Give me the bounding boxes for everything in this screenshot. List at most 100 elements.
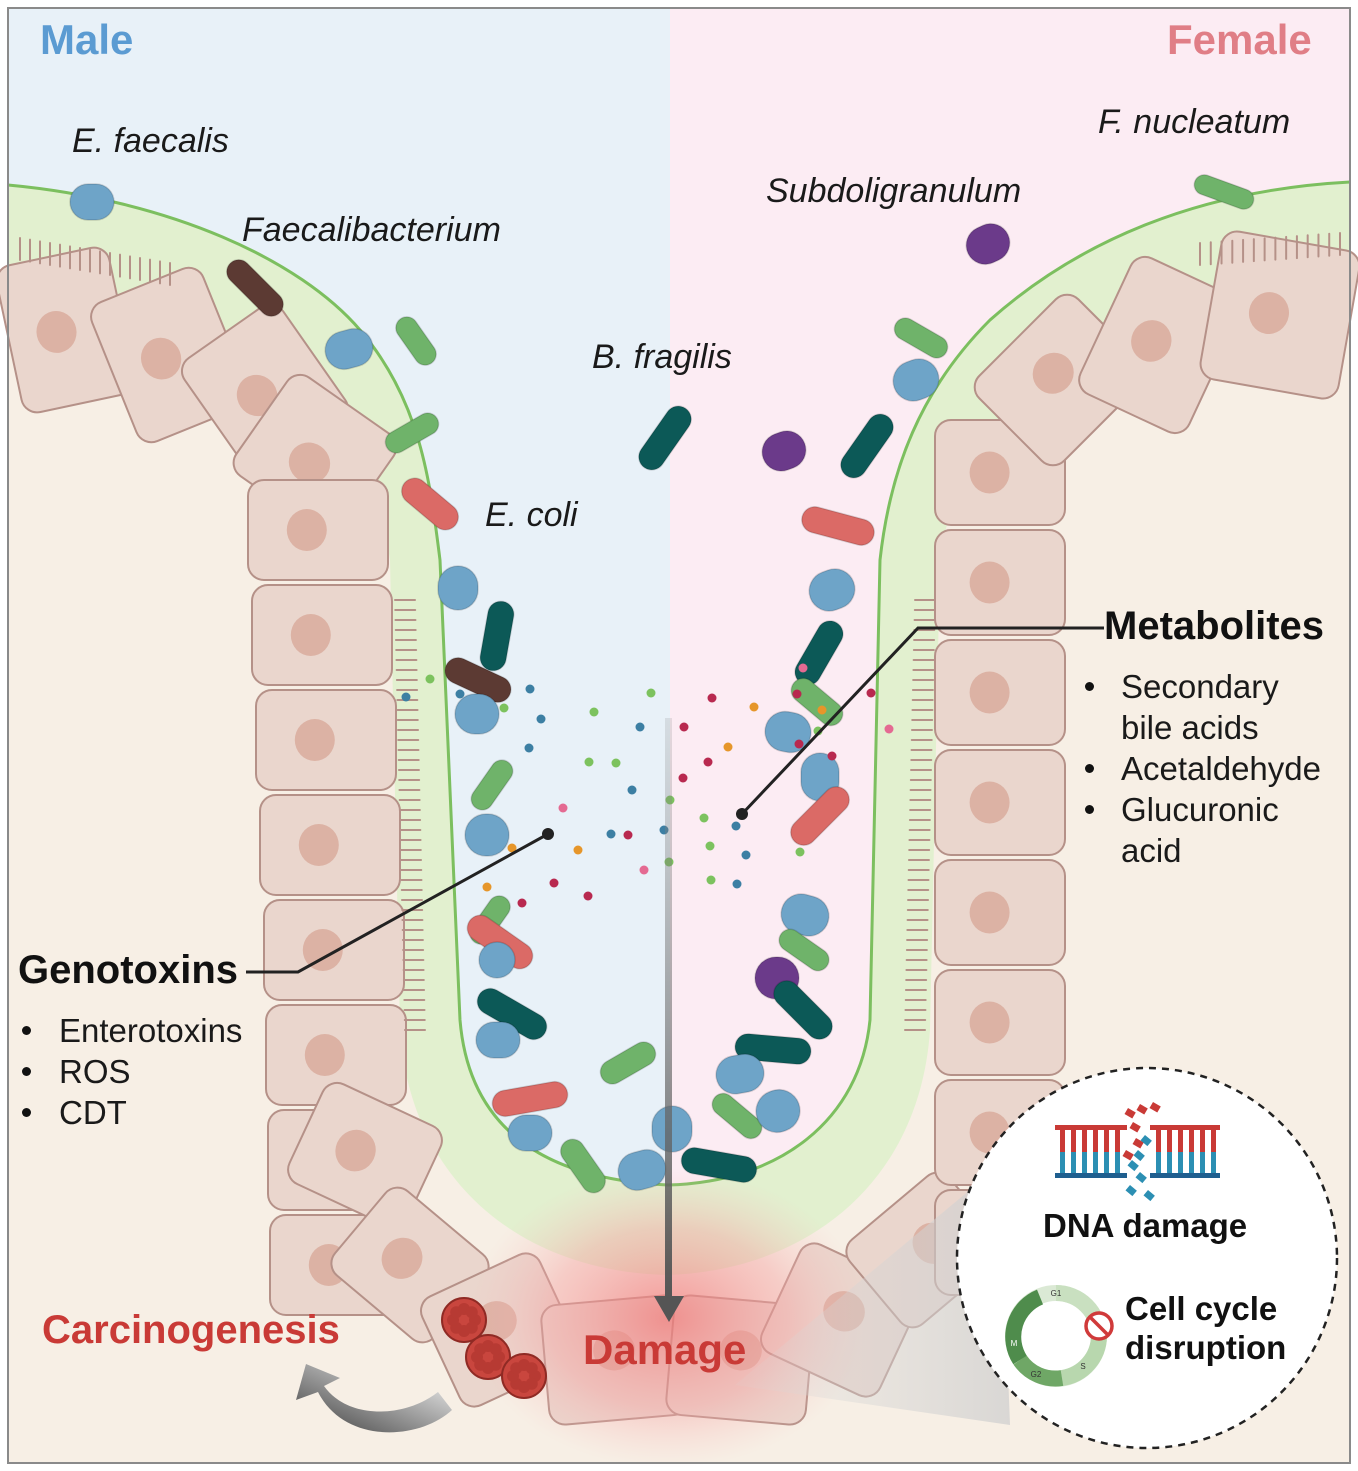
dna-fragment-blue xyxy=(1125,1185,1137,1197)
metabolite-dot xyxy=(558,803,568,813)
male-title: Male xyxy=(40,16,134,63)
metabolite-dot xyxy=(723,742,733,752)
bacterium xyxy=(470,759,514,811)
cell-nucleus xyxy=(969,451,1010,494)
dna-base-bottom xyxy=(1189,1152,1194,1173)
bacterium xyxy=(444,656,512,704)
dna-fragment-red xyxy=(1136,1103,1148,1115)
tumor-cell xyxy=(501,1353,547,1399)
cell-nucleus xyxy=(1248,292,1290,335)
metabolite-dot xyxy=(401,692,411,702)
bacterium xyxy=(479,600,515,672)
cell-nucleus xyxy=(302,929,343,971)
bacterium xyxy=(711,1092,763,1140)
metabolite-dot xyxy=(703,757,713,767)
tumor-cell xyxy=(465,1334,511,1380)
carcinogenesis-arrow xyxy=(296,1364,452,1433)
cell-nucleus xyxy=(236,374,278,417)
bacterium xyxy=(680,1146,758,1184)
damage-label: Damage xyxy=(583,1326,747,1373)
metabolite-dot xyxy=(606,829,616,839)
dna-base-top xyxy=(1082,1130,1087,1152)
metabolite-item: Glucuronic acid xyxy=(1085,789,1345,871)
cell-nucleus xyxy=(969,671,1010,714)
bacterium xyxy=(454,693,500,735)
cycle-arc-m xyxy=(1005,1289,1044,1365)
metabolite-dot xyxy=(623,830,633,840)
label-e-faecalis: E. faecalis xyxy=(72,122,229,160)
phase-g1: G1 xyxy=(1051,1289,1062,1298)
cell-nucleus xyxy=(381,1237,423,1279)
bacterium xyxy=(437,565,479,611)
dna-fragment-blue xyxy=(1133,1149,1145,1162)
cell-nucleus xyxy=(286,509,327,551)
epithelial-cell xyxy=(265,1004,407,1106)
metabolite-dot xyxy=(817,705,827,715)
cell-nucleus xyxy=(140,337,182,380)
tumor-cluster xyxy=(441,1297,547,1399)
cell-nucleus xyxy=(294,719,335,761)
metabolites-title: Metabolites xyxy=(1104,604,1325,648)
label-f-nucleatum: F. nucleatum xyxy=(1098,103,1291,141)
metabolite-dot xyxy=(792,689,802,699)
dna-fragment-red xyxy=(1124,1108,1136,1119)
zoom-cone xyxy=(735,1165,1010,1425)
bacterium xyxy=(772,979,834,1041)
phase-s: S xyxy=(1080,1362,1085,1371)
metabolite-dot xyxy=(573,845,583,855)
dna-fragment-red xyxy=(1122,1150,1134,1161)
bacterium xyxy=(790,677,844,727)
bacterium xyxy=(965,222,1011,266)
bacterium xyxy=(225,258,285,318)
epithelial-cell xyxy=(259,794,401,896)
damage-arrow-shaft xyxy=(665,718,672,1298)
metabolite-dot xyxy=(525,684,535,694)
metabolite-item: Acetaldehyde xyxy=(1085,748,1345,789)
genotoxins-pointer xyxy=(246,832,549,974)
phase-g2: G2 xyxy=(1031,1370,1042,1379)
no-entry-icon xyxy=(1084,1311,1114,1341)
dna-strand-top-right xyxy=(1150,1125,1220,1130)
label-e-coli: E. coli xyxy=(485,496,578,534)
metabolite-dot xyxy=(741,850,751,860)
dna-fragment-blue xyxy=(1135,1171,1147,1184)
genotoxins-list: Enterotoxins ROS CDT xyxy=(22,1010,272,1133)
dna-base-bottom xyxy=(1071,1152,1076,1173)
metabolite-dot xyxy=(679,722,689,732)
epithelial-cell xyxy=(934,749,1066,856)
bacterium xyxy=(384,412,440,454)
metabolite-dot xyxy=(507,843,517,853)
label-subdoligranulum: Subdoligranulum xyxy=(766,172,1022,210)
dna-base-bottom xyxy=(1167,1152,1172,1173)
bacterium xyxy=(507,1114,553,1152)
metabolite-dot xyxy=(646,688,656,698)
cell-nucleus xyxy=(288,442,331,484)
epithelial-cell xyxy=(1078,255,1242,435)
dna-base-top xyxy=(1189,1130,1194,1152)
metabolite-dot xyxy=(798,663,808,673)
dna-base-top xyxy=(1211,1130,1216,1152)
dna-base-top xyxy=(1104,1130,1109,1152)
bacterium xyxy=(778,928,830,972)
dna-base-top xyxy=(1167,1130,1172,1152)
metabolite-dot xyxy=(706,875,716,885)
metabolite-dot xyxy=(517,898,527,908)
genotoxins-title: Genotoxins xyxy=(18,948,239,992)
metabolite-dot xyxy=(731,821,741,831)
genotoxin-item: Enterotoxins xyxy=(22,1010,272,1051)
tumor-lobule xyxy=(489,1343,502,1356)
metabolite-dot xyxy=(482,882,492,892)
metabolite-dot xyxy=(795,847,805,857)
frame xyxy=(7,7,1351,1464)
metabolite-dot xyxy=(611,758,621,768)
metabolite-dot xyxy=(827,751,837,761)
genotoxin-item: ROS xyxy=(22,1051,272,1092)
epithelial-cell xyxy=(255,689,397,791)
dna-fragment-blue xyxy=(1127,1159,1139,1172)
cycle-arc-g2 xyxy=(1013,1355,1064,1387)
bacterium xyxy=(761,430,807,472)
epithelial-cell xyxy=(934,529,1066,636)
metabolite-dot xyxy=(524,743,534,753)
